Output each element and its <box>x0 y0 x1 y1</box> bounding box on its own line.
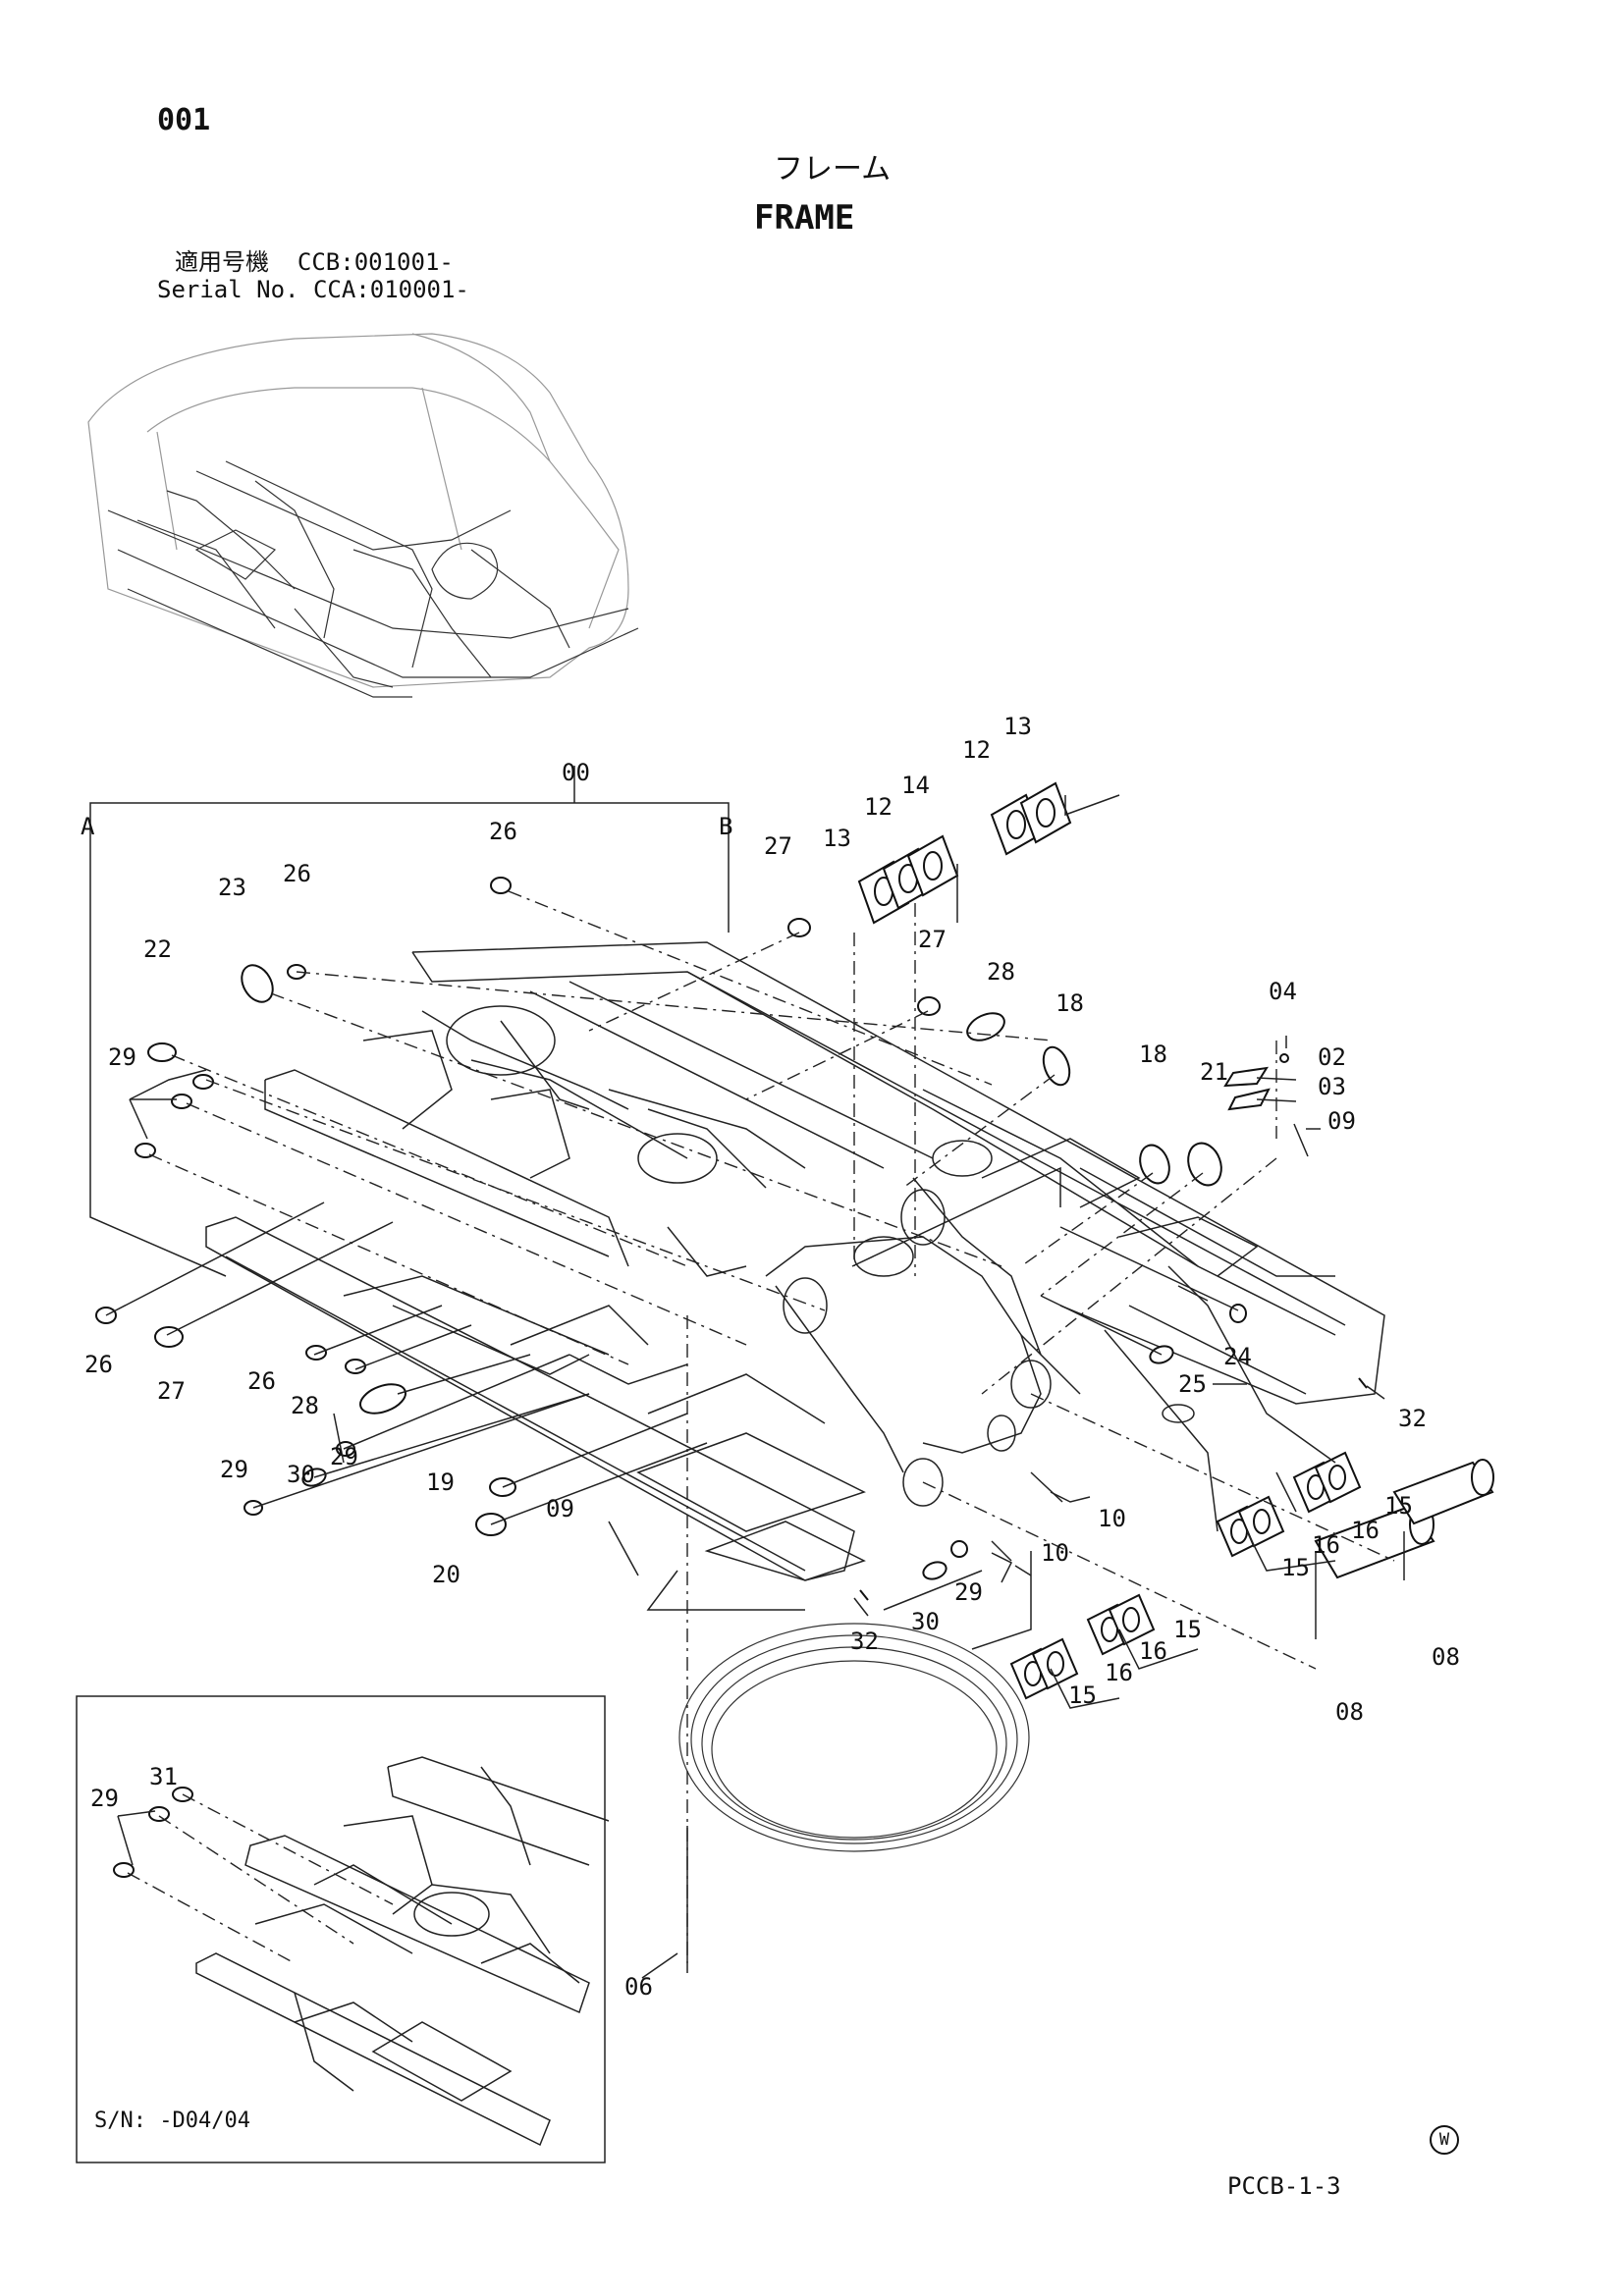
callout-27: 27 <box>157 1377 186 1405</box>
serial-range-japanese: 適用号機 CCB:001001- <box>175 248 454 276</box>
callout-28: 28 <box>987 958 1015 986</box>
callout-31: 31 <box>149 1763 178 1790</box>
callout-25: 25 <box>1178 1370 1207 1398</box>
inset-detail-illustration <box>113 1756 610 2147</box>
callout-15: 15 <box>1384 1492 1413 1520</box>
callout-32: 32 <box>1398 1405 1427 1432</box>
callout-27: 27 <box>764 832 792 860</box>
callout-a: A <box>81 813 95 840</box>
shim-plates-top <box>857 781 1072 925</box>
inset-frame <box>76 1695 606 2163</box>
callout-24: 24 <box>1223 1343 1252 1370</box>
callout-18: 18 <box>1056 989 1084 1017</box>
callout-16: 16 <box>1105 1659 1133 1686</box>
shim-plates-right <box>1216 1451 1362 1558</box>
callout-20: 20 <box>432 1561 460 1588</box>
callout-08: 08 <box>1335 1698 1364 1726</box>
page-code: PCCB-1-3 <box>1227 2172 1341 2200</box>
leader-lines <box>105 794 1405 1979</box>
callout-16: 16 <box>1351 1517 1380 1544</box>
callout-26: 26 <box>247 1367 276 1395</box>
callout-12: 12 <box>962 736 991 764</box>
title-english: FRAME <box>754 198 855 238</box>
machine-overview-illustration <box>87 333 639 698</box>
callout-27: 27 <box>918 926 947 953</box>
callout-04: 04 <box>1269 978 1297 1005</box>
callout-26: 26 <box>489 818 517 845</box>
callout-30: 30 <box>911 1608 940 1635</box>
callout-29: 29 <box>954 1578 983 1606</box>
grommet-parts <box>95 877 1368 1973</box>
callout-02: 02 <box>1318 1043 1346 1071</box>
callout-29: 29 <box>330 1443 358 1470</box>
callout-08: 08 <box>1432 1643 1460 1671</box>
pin-illustrations <box>1314 1459 1494 1579</box>
callout-29: 29 <box>220 1456 248 1483</box>
callout-23: 23 <box>218 874 246 901</box>
callout-18: 18 <box>1139 1041 1167 1068</box>
callout-16: 16 <box>1312 1531 1340 1559</box>
callout-10: 10 <box>1041 1539 1069 1567</box>
callout-28: 28 <box>291 1392 319 1419</box>
swing-bearing-illustration <box>678 1623 1030 1852</box>
watermark-seal: W <box>1430 2125 1459 2155</box>
callout-b: B <box>719 813 732 840</box>
callout-09: 09 <box>546 1495 574 1522</box>
part-callouts: 00 A B 26 27 23 26 22 29 13 12 14 12 13 … <box>81 713 1460 2001</box>
callout-30: 30 <box>287 1461 315 1488</box>
callout-26: 26 <box>283 860 311 887</box>
callout-10: 10 <box>1098 1505 1126 1532</box>
callout-13: 13 <box>823 825 851 852</box>
callout-16: 16 <box>1139 1637 1167 1665</box>
callout-14: 14 <box>901 772 930 799</box>
callout-29: 29 <box>90 1785 119 1812</box>
callout-19: 19 <box>426 1468 455 1496</box>
callout-13: 13 <box>1003 713 1032 740</box>
callout-03: 03 <box>1318 1073 1346 1100</box>
callout-21: 21 <box>1200 1058 1228 1086</box>
callout-15: 15 <box>1068 1682 1097 1709</box>
serial-range-english: Serial No. CCA:010001- <box>157 276 469 303</box>
callout-32: 32 <box>850 1628 879 1655</box>
callout-00: 00 <box>562 759 590 786</box>
main-frame-illustration <box>205 941 1385 1581</box>
callout-26: 26 <box>84 1351 113 1378</box>
callout-29: 29 <box>108 1043 136 1071</box>
callout-22: 22 <box>143 935 172 963</box>
callout-12: 12 <box>864 793 893 821</box>
callout-06: 06 <box>624 1973 653 2001</box>
page-number: 001 <box>157 103 211 137</box>
inset-serial-label: S/N: -D04/04 <box>94 2109 250 2133</box>
callout-09: 09 <box>1327 1107 1356 1135</box>
title-japanese: フレーム <box>774 152 892 187</box>
callout-15: 15 <box>1281 1554 1310 1581</box>
callout-15: 15 <box>1173 1616 1202 1643</box>
